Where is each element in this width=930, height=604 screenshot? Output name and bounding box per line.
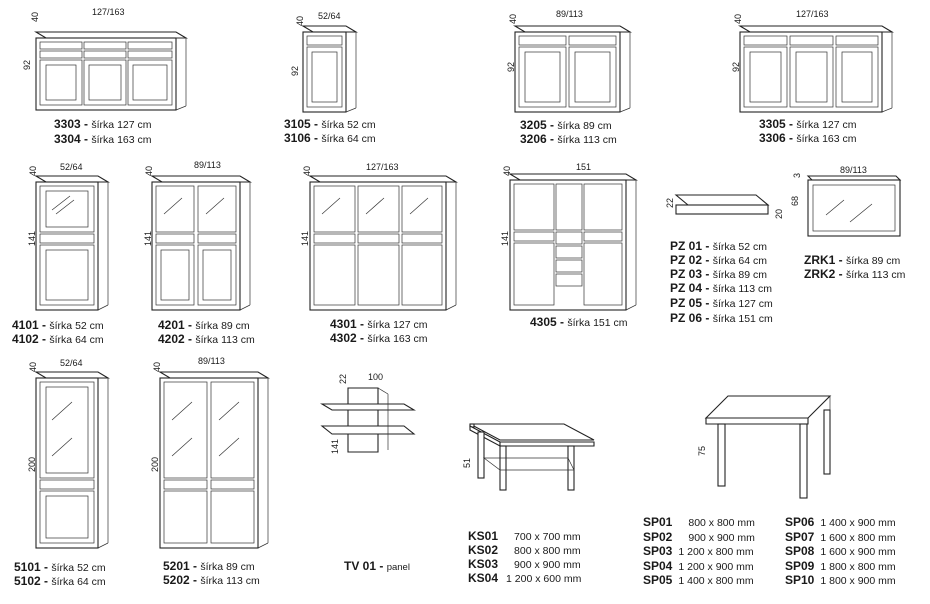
drawing-4201 bbox=[150, 175, 252, 311]
dim-depth: 40 bbox=[295, 15, 305, 26]
dim-width: 52/64 bbox=[60, 162, 83, 172]
model-label: PZ 04 - šírka 113 cm bbox=[670, 281, 773, 295]
model-label: TV 01 - panel bbox=[344, 559, 410, 573]
model-label: PZ 02 - šírka 64 cm bbox=[670, 253, 767, 267]
model-label: 3304 - šírka 163 cm bbox=[54, 132, 152, 146]
dim-height: 51 bbox=[462, 457, 472, 468]
dim-height: 20 bbox=[774, 208, 784, 219]
model-label: 4305 - šírka 151 cm bbox=[530, 315, 628, 329]
dim-width: 100 bbox=[368, 372, 384, 382]
dim-width: 89/113 bbox=[194, 160, 221, 170]
dim-depth: 3 bbox=[792, 172, 802, 178]
model-label: PZ 06 - šírka 151 cm bbox=[670, 311, 773, 325]
model-label: 3303 - šírka 127 cm bbox=[54, 117, 152, 131]
model-label: 5102 - šírka 64 cm bbox=[14, 574, 106, 588]
dim-height: 141 bbox=[300, 230, 310, 246]
dim-height: 68 bbox=[790, 195, 800, 206]
dim-height: 200 bbox=[150, 456, 160, 472]
dim-width: 127/163 bbox=[92, 7, 125, 17]
model-label: ZRK1 - šírka 89 cm bbox=[804, 253, 901, 267]
dim-depth: 40 bbox=[28, 165, 38, 176]
dim-depth: 40 bbox=[144, 165, 154, 176]
dim-depth: 22 bbox=[665, 197, 675, 208]
drawing-coffee-table bbox=[469, 423, 595, 491]
drawing-3303 bbox=[34, 31, 188, 111]
drawing-pz-shelf bbox=[674, 194, 770, 215]
dim-width: 89/113 bbox=[840, 165, 867, 175]
dim-width: 127/163 bbox=[796, 9, 829, 19]
dim-height: 92 bbox=[290, 65, 300, 76]
model-label: ZRK2 - šírka 113 cm bbox=[804, 267, 906, 281]
dim-depth: 22 bbox=[338, 373, 348, 384]
dim-depth: 40 bbox=[152, 361, 162, 372]
drawing-3305 bbox=[738, 25, 894, 113]
model-label: 3306 - šírka 163 cm bbox=[759, 131, 857, 145]
dim-width: 52/64 bbox=[60, 358, 83, 368]
dim-height: 141 bbox=[500, 230, 510, 246]
dim-width: 89/113 bbox=[556, 9, 583, 19]
dim-width: 52/64 bbox=[318, 11, 341, 21]
drawing-5201 bbox=[158, 371, 270, 549]
drawing-5101 bbox=[34, 371, 110, 549]
drawing-4301 bbox=[308, 175, 458, 311]
model-label: 3106 - šírka 64 cm bbox=[284, 131, 376, 145]
dim-depth: 40 bbox=[733, 13, 743, 24]
dim-depth: 40 bbox=[502, 165, 512, 176]
drawing-3105 bbox=[301, 25, 358, 113]
model-label: 4102 - šírka 64 cm bbox=[12, 332, 104, 346]
dim-depth: 40 bbox=[28, 361, 38, 372]
dim-width: 89/113 bbox=[198, 356, 225, 366]
model-label: PZ 05 - šírka 127 cm bbox=[670, 296, 773, 310]
dim-height: 141 bbox=[143, 230, 153, 246]
model-label: 5101 - šírka 52 cm bbox=[14, 560, 106, 574]
dim-height: 92 bbox=[22, 59, 32, 70]
model-label: 4201 - šírka 89 cm bbox=[158, 318, 250, 332]
dim-height: 141 bbox=[27, 230, 37, 246]
dim-depth: 40 bbox=[302, 165, 312, 176]
dim-depth: 40 bbox=[30, 11, 40, 22]
model-label: 4301 - šírka 127 cm bbox=[330, 317, 428, 331]
model-label: 4101 - šírka 52 cm bbox=[12, 318, 104, 332]
drawing-zrk-mirror bbox=[806, 175, 902, 237]
model-label: 5202 - šírka 113 cm bbox=[163, 573, 260, 587]
dim-height: 141 bbox=[330, 438, 340, 454]
model-label: 3105 - šírka 52 cm bbox=[284, 117, 376, 131]
dim-width: 151 bbox=[576, 162, 592, 172]
model-label: PZ 01 - šírka 52 cm bbox=[670, 239, 767, 253]
model-label: 3305 - šírka 127 cm bbox=[759, 117, 857, 131]
drawing-3205 bbox=[513, 25, 632, 113]
drawing-tv-panel bbox=[320, 387, 416, 453]
model-label: 3206 - šírka 113 cm bbox=[520, 132, 617, 146]
model-label: 5201 - šírka 89 cm bbox=[163, 559, 255, 573]
dim-height: 200 bbox=[27, 456, 37, 472]
dim-width: 127/163 bbox=[366, 162, 399, 172]
drawing-4305 bbox=[508, 173, 638, 311]
dim-height: 92 bbox=[506, 61, 516, 72]
model-label: 3205 - šírka 89 cm bbox=[520, 118, 612, 132]
dim-height: 92 bbox=[731, 61, 741, 72]
model-label: 4302 - šírka 163 cm bbox=[330, 331, 428, 345]
model-label: PZ 03 - šírka 89 cm bbox=[670, 267, 767, 281]
drawing-dining-table bbox=[704, 395, 832, 499]
drawing-4101 bbox=[34, 175, 110, 311]
dim-height: 75 bbox=[697, 445, 707, 456]
model-label: 4202 - šírka 113 cm bbox=[158, 332, 255, 346]
dim-depth: 40 bbox=[508, 13, 518, 24]
